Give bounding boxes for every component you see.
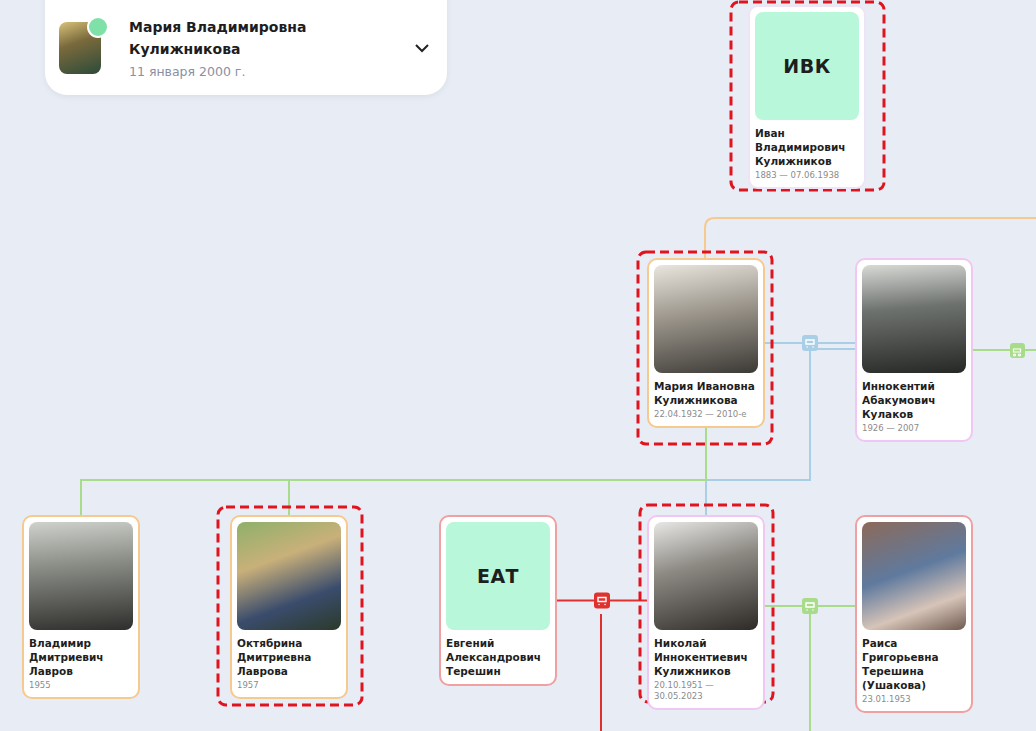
person-name: Евгений Александрович Терешин (446, 636, 550, 678)
profile-card: Мария Владимировна Кулижникова 11 января … (45, 0, 447, 95)
parent-line (705, 218, 1036, 258)
couple-line (973, 349, 1036, 351)
person-name: Николай Иннокентиевич Кулижников (654, 636, 758, 678)
person-card: Николай Иннокентиевич Кулижников20.10.19… (647, 515, 765, 710)
person-photo (654, 522, 758, 630)
person-name: Мария Ивановна Кулижникова (654, 379, 758, 407)
life-dates: 1957 (237, 680, 341, 691)
status-badge (87, 16, 109, 38)
birth-date: 11 января 2000 г. (129, 64, 413, 79)
person-photo (862, 522, 966, 630)
person-card: ИВК Иван Владимирович Кулижников 1883 — 07… (748, 5, 866, 189)
person-card: Раиса Григорьевна Терешина (Ушакова) 23.0… (855, 515, 973, 713)
couple-icon-glyph (1014, 349, 1021, 356)
child-line (600, 614, 602, 731)
couple-icon (1010, 343, 1025, 358)
initials: ИВК (783, 55, 830, 77)
life-dates: 20.10.1951 — 30.05.2023 (654, 680, 758, 702)
couple-icon (802, 598, 818, 614)
life-dates: 22.04.1932 — 2010-е (654, 409, 758, 420)
person-card: ЕАТ Евгений Александрович Терешин (439, 515, 557, 686)
child-line (289, 428, 706, 515)
person-card: Октябрина Дмитриевна Лаврова 1957 (230, 515, 348, 699)
life-dates: 1883 — 07.06.1938 (755, 170, 859, 181)
life-dates: 23.01.1953 (862, 694, 966, 705)
initials: ЕАТ (477, 565, 519, 587)
child-line (809, 610, 811, 731)
highlight-frame (638, 252, 772, 444)
person-name: Иннокентий Абакумович Кулаков (862, 379, 966, 421)
initials-placeholder: ЕАТ (446, 522, 550, 630)
person-photo (29, 522, 133, 630)
life-dates: 1926 — 2007 (862, 423, 966, 434)
chevron-icon (413, 39, 431, 57)
person-name: Раиса Григорьевна Терешина (Ушакова) (862, 636, 966, 692)
person-name: Мария Владимировна Кулижникова (129, 16, 413, 60)
person-photo (654, 265, 758, 373)
life-dates: 1955 (29, 680, 133, 691)
person-name: Владимир Дмитриевич Лавров (29, 636, 133, 678)
highlight-frame (218, 507, 362, 705)
person-card: Мария Ивановна Кулижникова 22.04.1932 — 2… (647, 258, 765, 428)
person-photo (237, 522, 341, 630)
couple-icon (594, 593, 610, 609)
child-line (81, 428, 706, 515)
person-photo (862, 265, 966, 373)
person-name: Октябрина Дмитриевна Лаврова (237, 636, 341, 678)
person-card: Иннокентий Абакумович Кулаков 1926 — 2007 (855, 258, 973, 442)
highlight-frame (731, 2, 884, 190)
couple-icon (802, 335, 818, 351)
person-card: Владимир Дмитриевич Лавров 1955 (22, 515, 140, 699)
initials-placeholder: ИВК (755, 12, 859, 120)
profile-text: Мария Владимировна Кулижникова 11 января … (129, 16, 413, 79)
person-name: Иван Владимирович Кулижников (755, 126, 859, 168)
avatar-photo (59, 22, 101, 74)
